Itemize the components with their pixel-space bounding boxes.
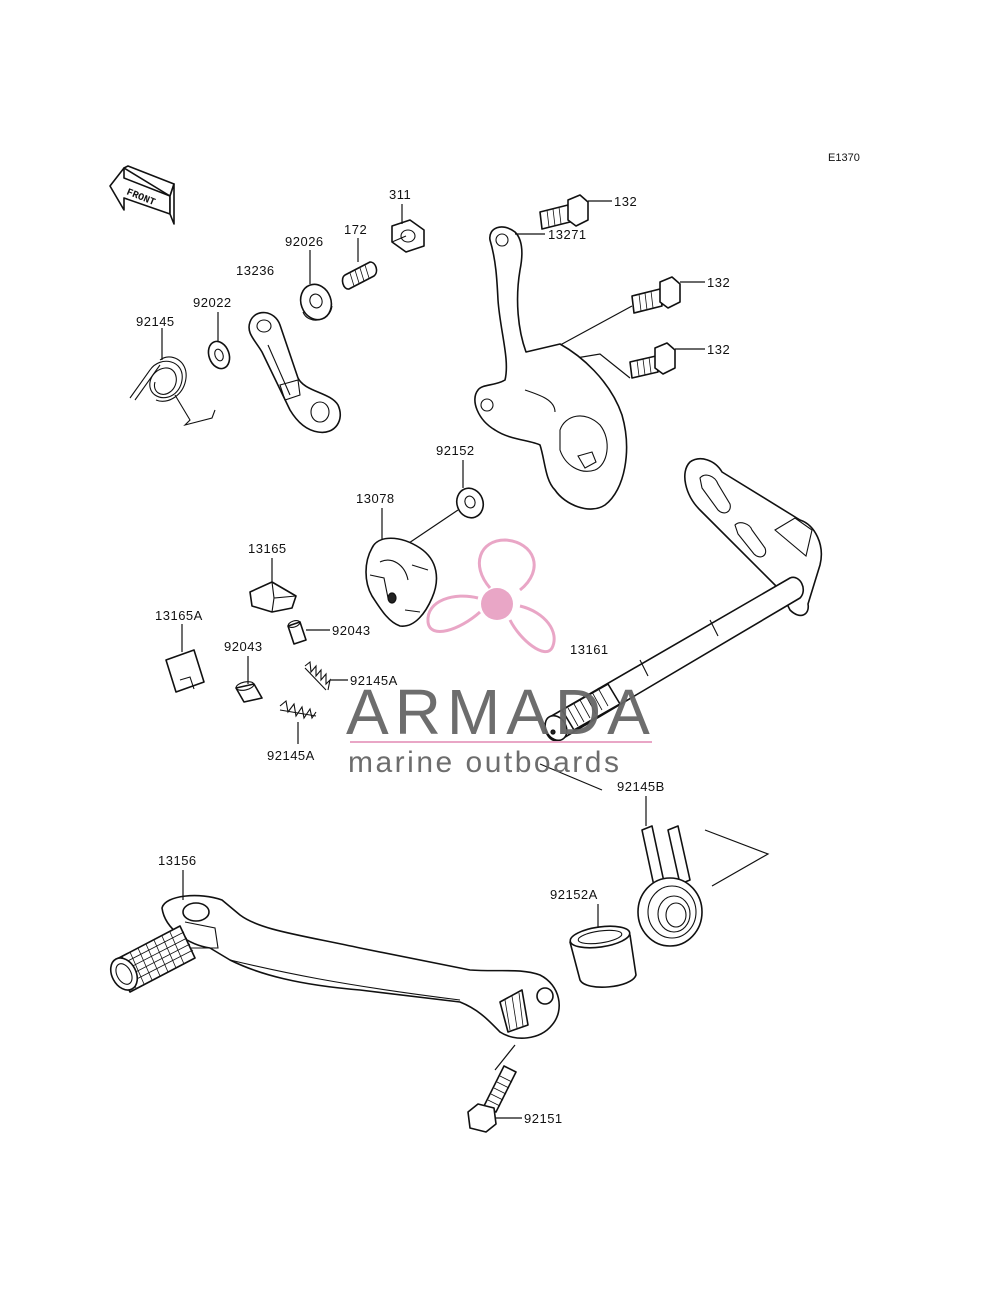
label-13161: 13161 <box>570 642 609 657</box>
part-92022-washer <box>207 340 231 370</box>
label-13165A: 13165A <box>155 608 203 623</box>
label-92043-upper: 92043 <box>332 623 371 638</box>
label-92152A: 92152A <box>550 887 598 902</box>
label-13156: 13156 <box>158 853 197 868</box>
part-92145-spring <box>129 356 216 427</box>
part-13236-lever <box>248 311 342 434</box>
part-13156-pedal <box>109 894 560 1039</box>
label-13271: 13271 <box>548 227 587 242</box>
propeller-logo-icon <box>426 538 556 654</box>
label-13078: 13078 <box>356 491 395 506</box>
label-92145A-lower: 92145A <box>267 748 315 763</box>
part-92152-washer <box>455 487 485 519</box>
part-13271-bracket <box>474 226 628 510</box>
watermark-brand: ARMADA <box>346 676 656 748</box>
label-92145B: 92145B <box>617 779 665 794</box>
part-92043-pin-lower <box>235 681 263 703</box>
label-311: 311 <box>389 187 411 202</box>
label-92152: 92152 <box>436 443 475 458</box>
part-92145A-spring-lower <box>279 699 317 720</box>
part-92043-pin-upper <box>287 620 307 645</box>
label-92043-lower: 92043 <box>224 639 263 654</box>
part-132-bolt-mid <box>631 276 681 314</box>
part-132-bolt-top <box>539 194 589 230</box>
part-92145B-spring <box>637 825 703 947</box>
watermark: ARMADA marine outboards <box>346 538 656 779</box>
label-13165: 13165 <box>248 541 287 556</box>
front-arrow-icon: FRONT <box>109 165 175 225</box>
label-92145A-upper: 92145A <box>350 673 398 688</box>
guide-13161 <box>539 763 603 791</box>
propeller-hub-icon <box>481 588 513 620</box>
label-13236: 13236 <box>236 263 275 278</box>
part-172-pin <box>341 261 378 290</box>
label-92151: 92151 <box>524 1111 563 1126</box>
part-132-bolt-low <box>629 342 676 379</box>
guide-92145B <box>704 829 770 887</box>
label-92022: 92022 <box>193 295 232 310</box>
label-132-low: 132 <box>707 342 730 357</box>
label-172: 172 <box>344 222 367 237</box>
part-92152A-collar <box>569 925 637 988</box>
label-132-mid: 132 <box>707 275 730 290</box>
watermark-tagline: marine outboards <box>348 746 621 779</box>
guide-13156 <box>494 1044 516 1071</box>
guide-92152 <box>405 509 459 546</box>
label-92026: 92026 <box>285 234 324 249</box>
part-92026-collar <box>299 283 333 321</box>
label-132-top: 132 <box>614 194 637 209</box>
part-92151-bolt <box>467 1065 517 1133</box>
part-92145A-spring-upper <box>304 660 331 691</box>
part-13165-pawl <box>249 581 297 613</box>
part-311-nut <box>391 219 425 253</box>
diagram-code: E1370 <box>828 152 860 164</box>
label-92145: 92145 <box>136 314 175 329</box>
part-13165A-pawl <box>165 649 205 693</box>
part-13078-cam <box>365 537 438 627</box>
part-13161-shaft <box>544 458 822 742</box>
